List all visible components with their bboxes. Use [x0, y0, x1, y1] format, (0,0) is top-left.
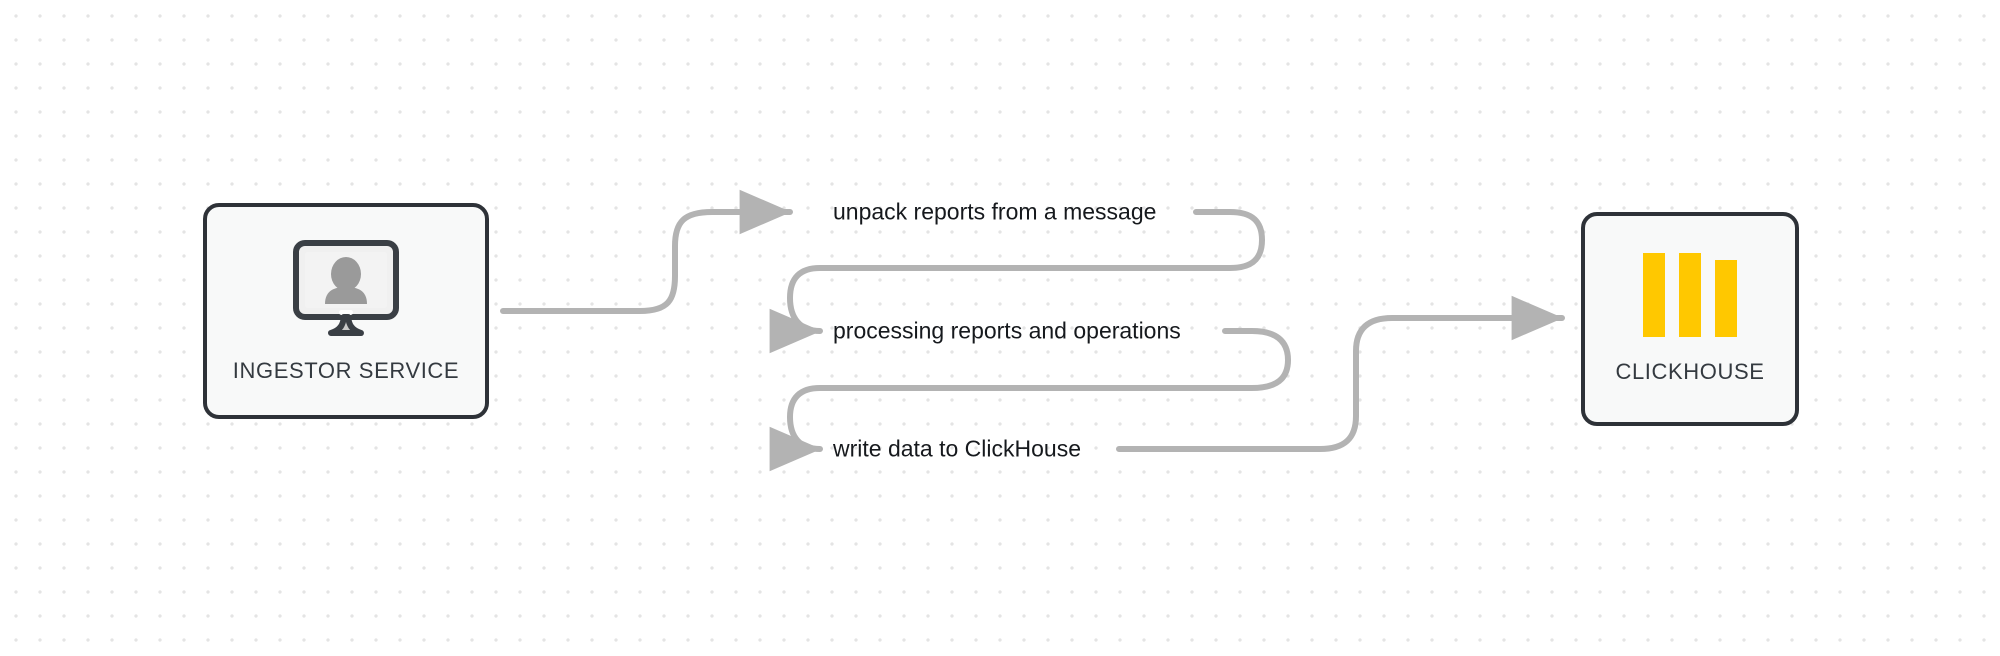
clickhouse-bar-2 — [1679, 253, 1701, 337]
edge-ingestor-to-step1 — [500, 189, 793, 314]
clickhouse-bars-icon — [1643, 253, 1737, 337]
clickhouse-bar-3 — [1715, 260, 1737, 337]
edge-label-unpack-reports: unpack reports from a message — [833, 198, 1157, 225]
node-label-clickhouse: CLICKHOUSE — [1615, 359, 1765, 384]
edge-step3-to-clickhouse — [1116, 295, 1565, 452]
node-label-ingestor-service: INGESTOR SERVICE — [232, 358, 460, 383]
clickhouse-bar-1 — [1643, 253, 1665, 337]
edge-step2-loopback-to-step3 — [769, 328, 1291, 472]
edge-label-processing-reports: processing reports and operations — [833, 317, 1181, 344]
node-clickhouse[interactable]: CLICKHOUSE — [1581, 212, 1799, 426]
node-ingestor-service[interactable]: INGESTOR SERVICE — [203, 203, 489, 419]
edge-step1-loopback-to-step2 — [769, 209, 1265, 354]
monitor-user-icon — [290, 238, 402, 338]
edge-label-write-data: write data to ClickHouse — [833, 435, 1081, 462]
